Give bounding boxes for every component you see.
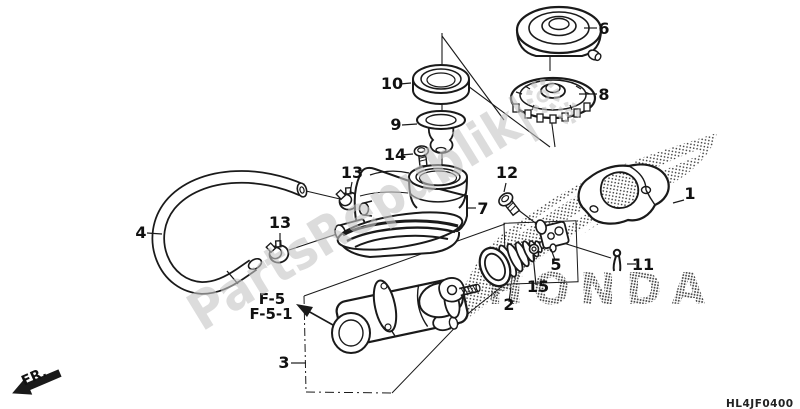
front-direction-marker: FR. [12, 364, 62, 395]
part-13-clamp-lower [265, 239, 290, 264]
callout-8: 8 [598, 85, 609, 104]
callout-13a: 13 [341, 163, 363, 182]
reference-arrowhead [296, 304, 313, 317]
callout-11: 11 [632, 255, 654, 274]
assembly-reference: F-5 F-5-1 [249, 290, 334, 326]
front-arrow [12, 369, 62, 395]
callout-14: 14 [384, 145, 406, 164]
part-15-washer [528, 243, 540, 255]
callout-6: 6 [598, 19, 609, 38]
part-1-bracket [577, 163, 670, 225]
part-8-ratchet-cap [509, 76, 597, 124]
part-5-joint [535, 219, 570, 253]
part-14-screw [413, 145, 430, 168]
part-6-reservoir-cap [515, 5, 603, 62]
callout-1: 1 [684, 184, 695, 203]
callout-5: 5 [550, 255, 561, 274]
callout-7: 7 [477, 199, 488, 218]
part-4-hose [151, 170, 308, 295]
honda-brand-watermark: HONDA [487, 264, 715, 315]
callout-2: 2 [503, 295, 514, 314]
callout-13b: 13 [269, 213, 291, 232]
callout-15: 15 [527, 277, 549, 296]
callout-4: 4 [135, 223, 146, 242]
callout-leader-lines [146, 27, 685, 364]
ref-f5: F-5 [259, 290, 285, 308]
callout-numbers: 1 2 3 4 5 6 7 8 9 10 11 12 13 13 14 15 [135, 19, 695, 372]
part-12-screw [498, 192, 521, 217]
part-13-clamp-upper [335, 186, 360, 211]
callout-9: 9 [390, 115, 401, 134]
part-11-cotter-pin [612, 248, 622, 272]
callout-3: 3 [278, 353, 289, 372]
part-10-cap-ring [412, 64, 470, 105]
threaded-stud [459, 283, 481, 297]
gear-icon [526, 79, 581, 125]
callout-10: 10 [381, 74, 403, 93]
part-3-master-cylinder [331, 211, 481, 354]
part-9-diaphragm [416, 110, 466, 154]
diagram-code: HL4JF0400 [726, 398, 794, 409]
ref-f5-1: F-5-1 [249, 305, 292, 323]
callout-12: 12 [496, 163, 518, 182]
